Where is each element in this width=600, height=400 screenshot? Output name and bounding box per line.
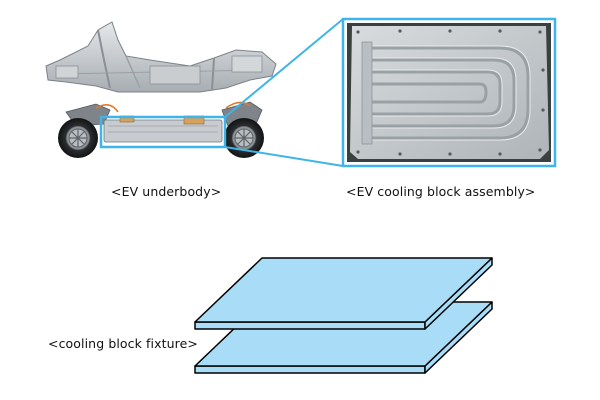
callout-lines xyxy=(224,18,344,167)
cooling-block-image xyxy=(341,17,557,168)
front-wheel xyxy=(58,118,98,158)
battery-highlight-box xyxy=(99,115,227,149)
caption-ev-underbody: <EV underbody> xyxy=(111,184,222,199)
caption-cooling-block-fixture: <cooling block fixture> xyxy=(48,336,198,351)
body-frame xyxy=(45,21,277,93)
ev-underbody-image xyxy=(45,21,277,158)
fixture-upper-plate xyxy=(194,257,493,330)
cooling-block-fixture xyxy=(194,257,493,374)
caption-ev-cooling-block-assembly: <EV cooling block assembly> xyxy=(346,184,536,199)
